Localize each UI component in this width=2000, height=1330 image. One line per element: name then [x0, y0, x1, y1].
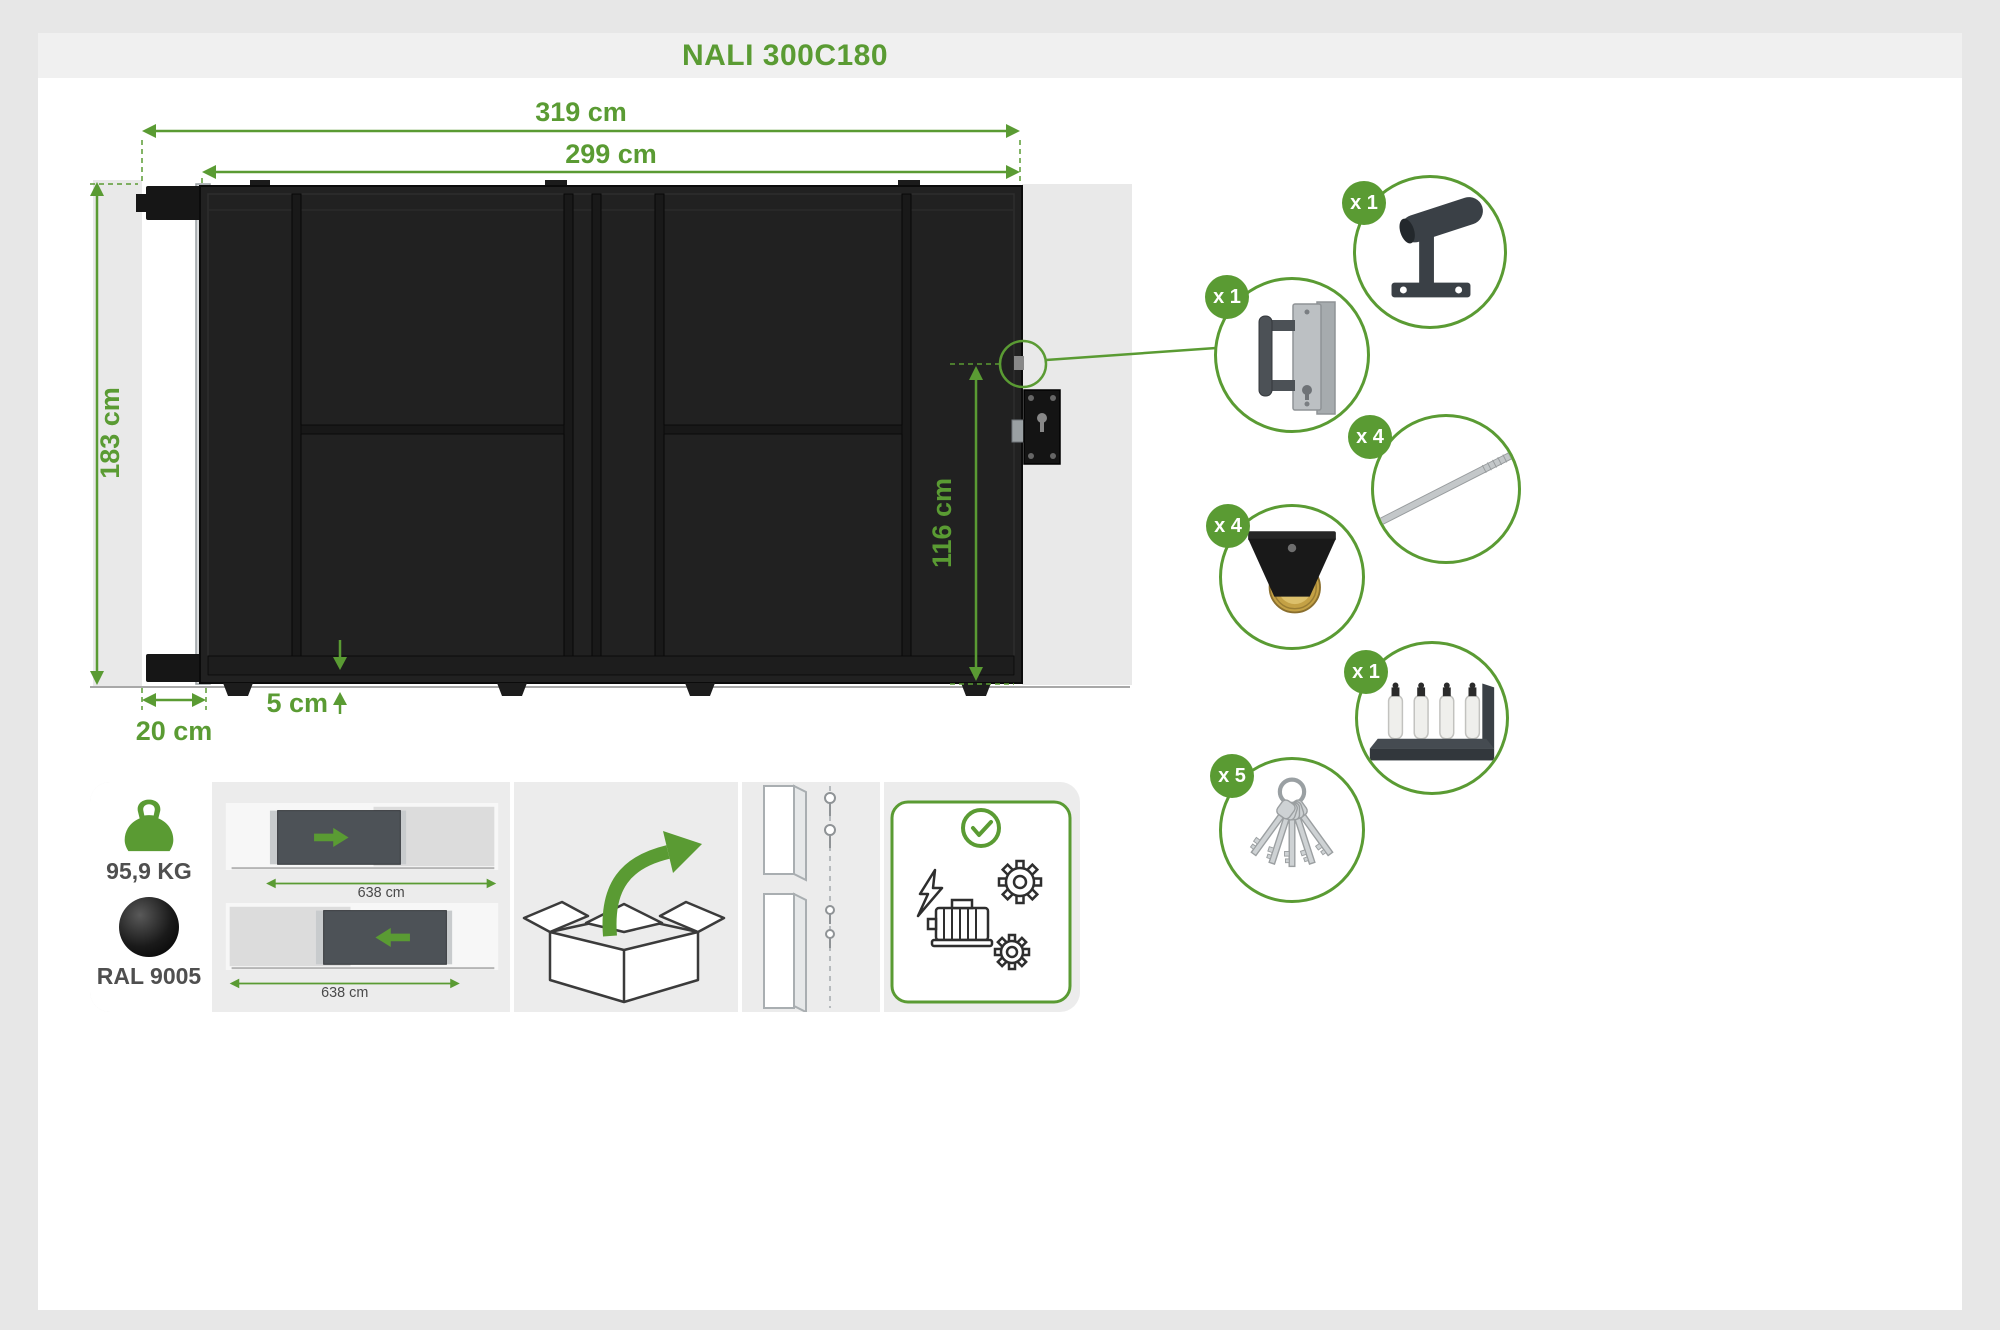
dimension-post-offset: 20 cm [136, 688, 213, 746]
guide-roller-bracket-icon [1369, 682, 1495, 761]
gate-width-label: 299 cm [565, 139, 657, 169]
handle-lock-icon [1258, 301, 1336, 415]
gear-icon [993, 933, 1031, 971]
qty-badge: x 5 [1210, 754, 1254, 798]
transport-section: 638 cm 638 cm [208, 782, 510, 1012]
weight-color-section: 95,9 KG RAL 9005 [90, 782, 208, 1012]
dimension-ground-clearance: 5 cm [266, 640, 347, 718]
color-code: RAL 9005 [96, 963, 202, 989]
transport-length-label: 638 cm [321, 985, 368, 1000]
qty-label: x 1 [1352, 660, 1380, 683]
dimension-total-width: 319 cm [141, 97, 1021, 184]
qty-badge: x 4 [1348, 415, 1392, 459]
accessory-keys: x 5 [1210, 754, 1365, 903]
qty-badge: x 1 [1342, 181, 1386, 225]
transport-diagram-right: 638 cm [225, 802, 499, 900]
gate-latch [1011, 356, 1061, 465]
color-swatch-sphere [119, 897, 179, 957]
automation-box [890, 800, 1072, 1004]
total-width-label: 319 cm [535, 97, 627, 127]
height-label: 183 cm [95, 387, 125, 479]
accessory-gate-catcher: x 1 [1342, 175, 1507, 329]
spec-panel: 95,9 KG RAL 9005 638 cm [90, 782, 1080, 1012]
post-assembly-section [738, 782, 880, 1012]
accessory-guide-bracket: x 1 [1344, 641, 1509, 795]
lightning-icon [916, 868, 944, 918]
page-title: NALI 300C180 [681, 39, 889, 72]
accessory-roller-wheel: x 4 [1206, 504, 1365, 650]
qty-label: x 4 [1356, 425, 1384, 448]
transport-diagram-left: 638 cm [225, 902, 499, 1000]
gate-catcher-icon [1391, 197, 1483, 298]
ground-clearance-label: 5 cm [266, 688, 328, 718]
accessory-handle-lock: x 1 [1205, 275, 1370, 433]
post-assembly-icon [763, 784, 836, 1012]
panel-divider [510, 782, 514, 1012]
gate [199, 180, 1023, 684]
connector-line [1045, 346, 1217, 362]
header-bar: NALI 300C180 [38, 33, 1962, 78]
weight-icon [124, 799, 174, 852]
unboxing-icon [522, 831, 726, 1004]
gate-wheels [223, 683, 991, 696]
qty-label: x 5 [1218, 764, 1246, 787]
qty-label: x 1 [1213, 285, 1241, 308]
weight-value: 95,9 KG [106, 858, 192, 884]
panel-divider [880, 782, 884, 1012]
motor-icon [926, 898, 994, 948]
automation-section [880, 782, 1080, 1012]
dimension-gate-width: 299 cm [201, 139, 1020, 186]
qty-label: x 4 [1214, 514, 1242, 537]
accessory-threaded-rod: x 4 [1348, 414, 1521, 564]
dimension-latch-height: 116 cm [927, 363, 1014, 685]
qty-badge: x 1 [1205, 275, 1249, 319]
check-icon [961, 808, 1001, 848]
qty-badge: x 1 [1344, 650, 1388, 694]
transport-length-label: 638 cm [358, 885, 405, 900]
dimension-height: 183 cm [90, 182, 138, 685]
qty-label: x 1 [1350, 191, 1378, 214]
latch-height-label: 116 cm [927, 478, 957, 568]
threaded-rod-icon [1374, 441, 1518, 536]
panel-divider [208, 782, 212, 1012]
gear-icon [997, 859, 1043, 905]
post-offset-label: 20 cm [136, 716, 213, 746]
panel-divider [738, 782, 742, 1012]
left-post [136, 183, 211, 685]
qty-badge: x 4 [1206, 504, 1250, 548]
keys-icon [1249, 777, 1334, 868]
roller-wheel-icon [1248, 531, 1336, 614]
unboxing-section [510, 782, 738, 1012]
